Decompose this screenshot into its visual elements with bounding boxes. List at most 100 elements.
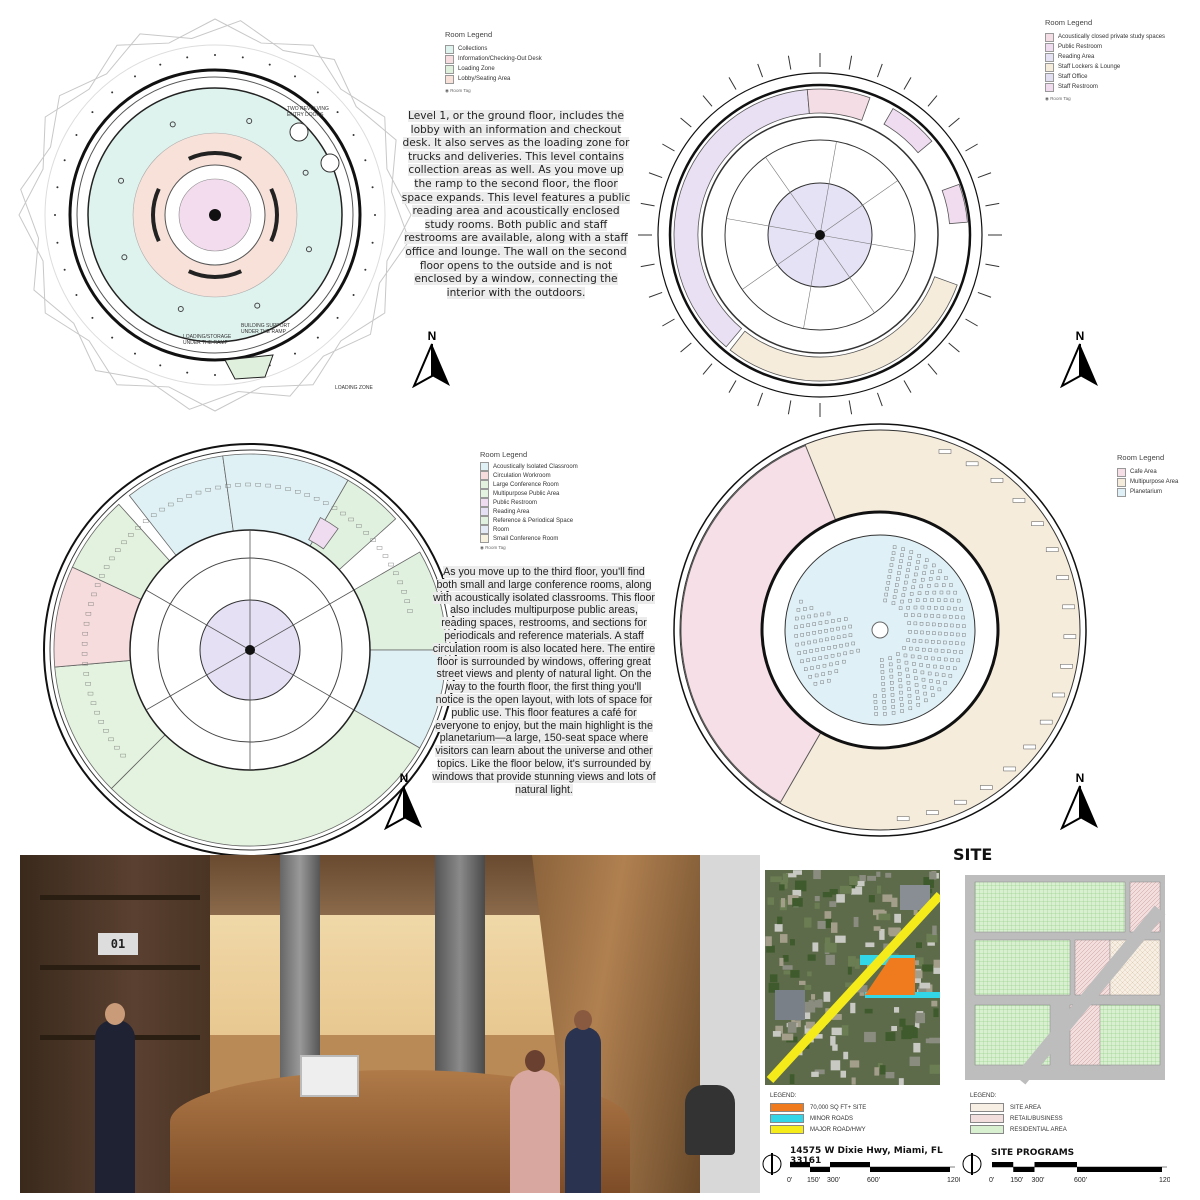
legend-title: Room Legend xyxy=(480,450,528,459)
svg-text:N: N xyxy=(1076,771,1085,785)
legend-label: Reference & Periodical Space xyxy=(493,517,574,524)
legend-item: Multipurpose Public Area xyxy=(480,489,578,498)
legend-swatch xyxy=(970,1125,1004,1134)
legend-title: LEGEND: xyxy=(770,1093,797,1099)
legend-label: Multipurpose Public Area xyxy=(493,490,560,497)
svg-text:N: N xyxy=(1076,329,1085,343)
scale-tick: 600' xyxy=(1074,1177,1087,1184)
legend-item: RESIDENTIAL AREA xyxy=(970,1124,1067,1135)
scale-tick: 0' xyxy=(989,1177,994,1184)
legend-title: Room Legend xyxy=(445,30,493,39)
legend-item: MINOR ROADS xyxy=(770,1113,866,1124)
legend-swatch xyxy=(970,1103,1004,1112)
legend-label: Large Conference Room xyxy=(493,481,559,488)
legend-swatch xyxy=(1045,32,1054,42)
level-3-floor-plan xyxy=(43,443,457,857)
staff-person xyxy=(95,1020,135,1193)
staff-lounge xyxy=(729,276,958,382)
legend-swatch xyxy=(1045,82,1054,92)
legend-swatch xyxy=(770,1103,804,1112)
legend-item: Large Conference Room xyxy=(480,480,578,489)
legend-item: Staff Office xyxy=(1045,72,1165,82)
svg-text:N: N xyxy=(400,771,409,785)
legend-swatch xyxy=(480,480,489,489)
legend-title: Room Legend xyxy=(1045,18,1093,27)
legend-item: Acoustically closed private study spaces xyxy=(1045,32,1165,42)
legend-swatch xyxy=(1045,52,1054,62)
level-4-floor-plan xyxy=(673,423,1087,837)
site-title: SITE xyxy=(953,845,993,864)
level-3-4-description: As you move up to the third floor, you'l… xyxy=(432,566,656,796)
legend-item: Loading Zone xyxy=(445,64,542,74)
annotation-doors: TWO REVOLVING xyxy=(287,106,329,112)
legend-item: SITE AREA xyxy=(970,1102,1067,1113)
north-arrow-icon: N xyxy=(1060,329,1098,388)
north-arrow-icon: N xyxy=(384,771,422,830)
north-arrow-icon: N xyxy=(412,329,450,388)
level-1-floor-plan: TWO REVOLVING ENTRY DOORS BUILDING SUPPO… xyxy=(18,18,412,412)
site-parcel xyxy=(865,958,915,995)
legend-label: Information/Checking-Out Desk xyxy=(458,56,542,62)
legend-swatch xyxy=(480,534,489,543)
legend-item: Room xyxy=(480,525,578,534)
scale-tick: 300' xyxy=(827,1177,840,1184)
legend-label: Public Restroom xyxy=(1058,44,1103,50)
legend-swatch xyxy=(445,44,454,54)
legend-label: Room xyxy=(493,526,510,533)
legend-label: Reading Area xyxy=(1058,54,1095,60)
legend-label: Multipurpose Area xyxy=(1130,479,1179,485)
level-2-floor-plan xyxy=(638,53,1002,417)
legend-label: Loading Zone xyxy=(458,66,495,72)
legend-item: Reference & Periodical Space xyxy=(480,516,578,525)
scale-tick: 150' xyxy=(1010,1177,1023,1184)
annotation-support: BUILDING SUPPORT xyxy=(241,323,290,329)
legend-label: Public Restroom xyxy=(493,499,538,506)
legend-title: Room Legend xyxy=(1117,453,1165,462)
legend-label: Reading Area xyxy=(493,508,530,515)
annotation-loading-zone: LOADING ZONE xyxy=(335,385,373,391)
legend-label: Circulation Workroom xyxy=(493,472,551,479)
legend-item: Acoustically Isolated Classroom xyxy=(480,462,578,471)
room-tag-legend: ◉ Room Tag xyxy=(480,545,506,550)
legend-label: Planetarium xyxy=(1130,489,1163,495)
legend-item: MAJOR ROAD/HWY xyxy=(770,1124,866,1135)
legend-swatch xyxy=(480,498,489,507)
legend-swatch xyxy=(445,64,454,74)
scale-tick: 300' xyxy=(1032,1177,1045,1184)
level-1-description: Level 1, or the ground floor, includes t… xyxy=(401,110,631,299)
legend-swatch xyxy=(480,516,489,525)
svg-text:ENTRY DOORS: ENTRY DOORS xyxy=(287,112,324,118)
loading-zone xyxy=(224,354,274,380)
legend-label: Acoustically Isolated Classroom xyxy=(493,463,578,470)
site-programs-map xyxy=(965,875,1166,1085)
svg-text:N: N xyxy=(428,329,437,343)
legend-swatch xyxy=(480,525,489,534)
lobby-interior-rendering: 01 xyxy=(20,855,760,1193)
legend-swatch xyxy=(970,1114,1004,1123)
north-arrow-icon: N xyxy=(1060,771,1098,830)
annotation-storage: LOADING/STORAGE xyxy=(183,334,232,340)
legend-item: Staff Lockers & Lounge xyxy=(1045,62,1165,72)
legend-label: Staff Restroom xyxy=(1058,84,1098,90)
legend-item: Lobby/Seating Area xyxy=(445,74,542,84)
legend-item: 70,000 SQ FT+ SITE xyxy=(770,1102,866,1113)
legend-item: Public Restroom xyxy=(480,498,578,507)
legend-item: Cafe Area xyxy=(1117,467,1178,477)
legend-swatch xyxy=(480,471,489,480)
room-sector xyxy=(308,517,339,550)
legend-label: Collections xyxy=(458,46,488,52)
legend-swatch xyxy=(1045,62,1054,72)
legend-swatch xyxy=(1117,467,1126,477)
legend-item: Small Conference Room xyxy=(480,534,578,543)
legend-swatch xyxy=(445,74,454,84)
